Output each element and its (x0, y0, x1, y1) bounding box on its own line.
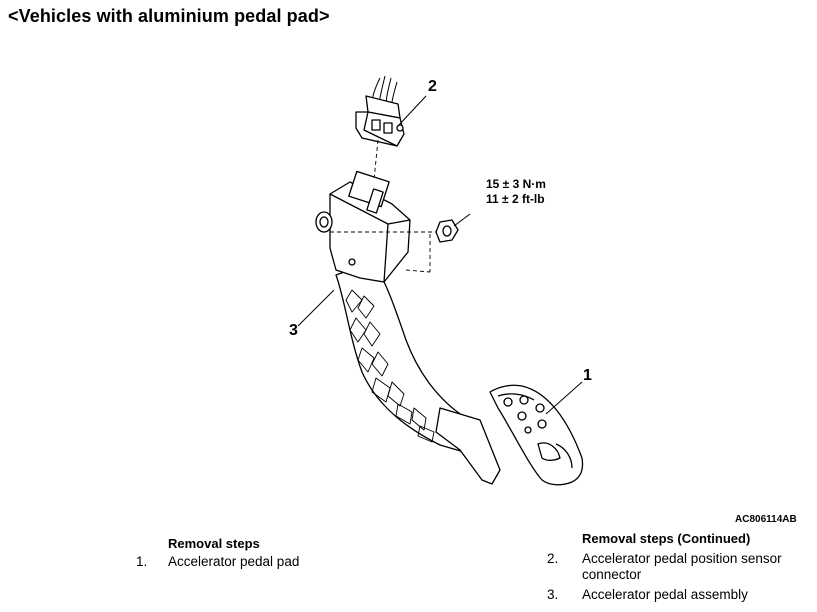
step-text: Accelerator pedal assembly (582, 587, 748, 602)
removal-step-2: 2. Accelerator pedal position sensor con… (547, 551, 815, 585)
leader-line-3 (297, 289, 335, 327)
step-number: 1. (136, 554, 148, 569)
torque-spec: 15 ± 3 N·m 11 ± 2 ft-lb (486, 177, 546, 207)
step-text: Accelerator pedal pad (168, 554, 300, 569)
step-number: 3. (547, 587, 559, 602)
figure-code: AC806114AB (735, 514, 797, 525)
step-text-continued: connector (582, 567, 642, 582)
callout-2: 2 (428, 78, 437, 95)
pedal-plate (435, 407, 501, 485)
leader-line-2 (397, 95, 427, 127)
step-text: Accelerator pedal position sensor (582, 551, 782, 566)
callout-3: 3 (289, 322, 298, 339)
aluminium-pedal-pad (489, 384, 584, 486)
leader-line-torque (453, 213, 471, 227)
removal-steps-continued-heading: Removal steps (Continued) (582, 531, 751, 546)
sensor-connector (355, 95, 405, 147)
page-title: <Vehicles with aluminium pedal pad> (8, 6, 330, 26)
removal-step-3: 3. Accelerator pedal assembly (547, 587, 815, 605)
leader-line-1 (545, 381, 583, 415)
step-number: 2. (547, 551, 559, 566)
torque-metric: 15 ± 3 N·m (486, 177, 546, 191)
callout-1: 1 (583, 367, 592, 384)
torque-imperial: 11 ± 2 ft-lb (486, 192, 545, 206)
removal-step-1: 1. Accelerator pedal pad (136, 554, 396, 572)
mounting-nut (435, 219, 459, 243)
pedal-housing (315, 170, 411, 283)
removal-steps-heading: Removal steps (168, 536, 260, 551)
